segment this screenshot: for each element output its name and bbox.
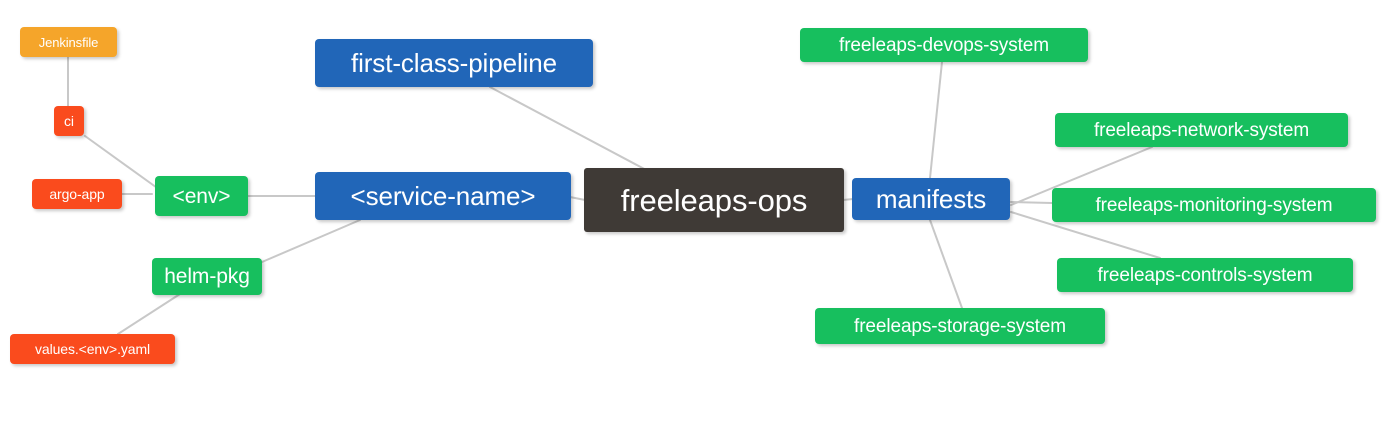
node-label: first-class-pipeline [350,48,558,78]
node-label: ci [64,113,74,129]
edge-root-service-name [569,196,586,201]
node-first-class-pipeline[interactable]: first-class-pipeline [315,39,593,87]
node-label: freeleaps-storage-system [854,315,1066,337]
node-values-yaml[interactable]: values.<env>.yaml [10,334,175,364]
edge-root-first-class-pipeline [489,86,651,173]
node-label: <service-name> [350,181,536,211]
node-freeleaps-devops-system[interactable]: freeleaps-devops-system [800,28,1088,62]
node-label: Jenkinsfile [38,34,99,50]
node-manifests[interactable]: manifests [852,178,1010,220]
node-freeleaps-controls-system[interactable]: freeleaps-controls-system [1057,258,1353,292]
node-label: argo-app [49,186,105,202]
node-label: freeleaps-ops [620,182,808,218]
node-label: helm-pkg [164,265,250,288]
node-argo-app[interactable]: argo-app [32,179,122,209]
edge-manifests-storage-system [929,219,963,309]
node-ci[interactable]: ci [54,106,84,136]
node-label: values.<env>.yaml [34,341,151,357]
node-freeleaps-monitoring-system[interactable]: freeleaps-monitoring-system [1052,188,1376,222]
node-label: manifests [875,184,987,214]
node-jenkinsfile[interactable]: Jenkinsfile [20,27,117,57]
node-service-name[interactable]: <service-name> [315,172,571,220]
node-label: <env> [172,184,231,208]
node-freeleaps-network-system[interactable]: freeleaps-network-system [1055,113,1348,147]
edge-manifests-devops-system [929,61,943,179]
node-env[interactable]: <env> [155,176,248,216]
node-label: freeleaps-controls-system [1097,264,1313,286]
node-label: freeleaps-devops-system [839,34,1049,56]
edge-service-name-helm-pkg [261,219,361,263]
node-freeleaps-ops[interactable]: freeleaps-ops [584,168,844,232]
node-label: freeleaps-monitoring-system [1095,194,1333,216]
edge-manifests-monitoring-system [1010,201,1053,204]
node-helm-pkg[interactable]: helm-pkg [152,258,262,295]
node-freeleaps-storage-system[interactable]: freeleaps-storage-system [815,308,1105,344]
edge-helm-pkg-values-yaml [117,293,181,335]
node-label: freeleaps-network-system [1093,119,1310,141]
